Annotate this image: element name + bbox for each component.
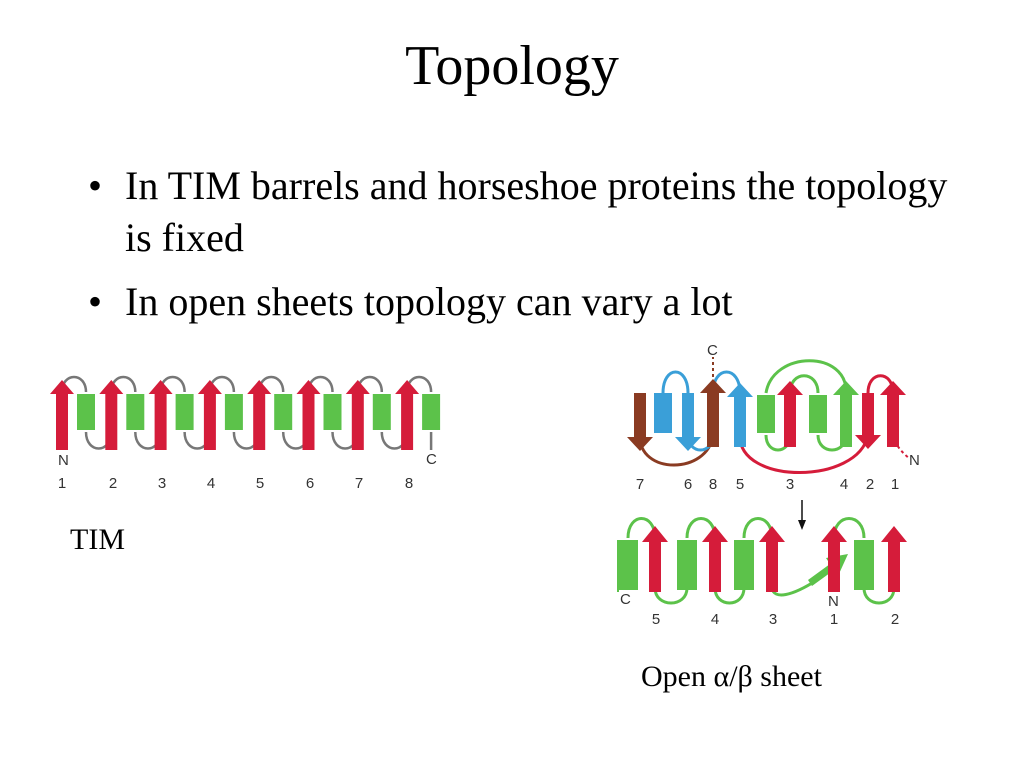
alpha-helix-cylinder <box>224 394 243 430</box>
blue-up-strand <box>727 383 753 447</box>
tim-caption: TIM <box>70 523 125 556</box>
tim-number: 2 <box>109 475 117 492</box>
beta-strand-arrow <box>345 380 370 450</box>
tim-topology-diagram: N C 1 2 3 4 5 6 7 8 <box>50 375 441 492</box>
red-up-strand <box>821 526 847 592</box>
connecting-loop <box>862 587 896 605</box>
beta-strand-arrow <box>296 380 321 450</box>
bottom-number: 2 <box>891 611 899 628</box>
brown-down-strand <box>627 393 653 451</box>
red-up-strand <box>642 526 668 592</box>
red-up-strand <box>759 526 785 592</box>
bottom-n-label: N <box>828 593 839 610</box>
top-number: 7 <box>636 476 644 493</box>
top-number: 2 <box>866 476 874 493</box>
alpha-helix-cylinder <box>323 394 342 430</box>
top-c-label: C <box>707 342 718 359</box>
top-number: 4 <box>840 476 848 493</box>
alpha-helix-cylinder <box>175 394 194 430</box>
tim-number: 4 <box>207 475 215 492</box>
connecting-loop <box>738 434 870 474</box>
connecting-loop <box>653 587 689 605</box>
top-number: 3 <box>786 476 794 493</box>
green-up-strand <box>833 381 859 447</box>
bottom-number: 4 <box>711 611 719 628</box>
top-number: 1 <box>891 476 899 493</box>
bullet-item: In TIM barrels and horseshoe proteins th… <box>88 160 948 264</box>
green-helix <box>618 540 638 590</box>
top-number: 8 <box>709 476 717 493</box>
tim-number: 3 <box>158 475 166 492</box>
bullet-item: In open sheets topology can vary a lot <box>88 276 948 328</box>
top-strand-numbers: 7 6 8 5 3 4 2 1 <box>636 476 899 493</box>
tim-number: 6 <box>306 475 314 492</box>
tim-number: 8 <box>405 475 413 492</box>
alpha-helix-cylinder <box>372 394 391 430</box>
red-up-strand <box>702 526 728 592</box>
alpha-helix-cylinder <box>422 394 441 430</box>
top-n-label: N <box>909 452 920 469</box>
alpha-helix-cylinder <box>77 394 95 430</box>
top-number: 5 <box>736 476 744 493</box>
green-helix <box>757 395 775 433</box>
brown-up-strand <box>700 379 726 447</box>
alpha-helix-cylinder <box>126 394 145 430</box>
green-helix <box>677 540 697 590</box>
beta-strand-arrow <box>197 380 222 450</box>
bottom-strand-numbers: 5 4 3 1 2 <box>652 611 899 628</box>
blue-down-strand <box>675 393 701 451</box>
bottom-number: 5 <box>652 611 660 628</box>
tim-n-label: N <box>58 452 69 469</box>
beta-strand-arrow <box>247 380 272 450</box>
beta-strand-arrow <box>148 380 173 450</box>
bottom-c-label: C <box>620 591 631 608</box>
red-up-strand <box>881 526 907 592</box>
tim-number: 7 <box>355 475 363 492</box>
beta-strand-arrow <box>50 380 74 450</box>
connecting-loop <box>713 587 746 605</box>
bottom-number: 3 <box>769 611 777 628</box>
top-number: 6 <box>684 476 692 493</box>
green-helix <box>854 540 874 590</box>
open-sheet-bottom-diagram: C N 5 4 3 1 2 <box>617 500 907 628</box>
down-arrow-icon <box>798 520 806 530</box>
beta-strand-arrow <box>99 380 124 450</box>
red-up-strand <box>777 381 803 447</box>
open-sheet-caption: Open α/β sheet <box>641 660 822 693</box>
blue-helix <box>654 393 672 433</box>
beta-strand-arrow <box>395 380 420 450</box>
slide-title: Topology <box>405 35 619 97</box>
tim-strand-numbers: 1 2 3 4 5 6 7 8 <box>58 475 413 492</box>
tim-c-label: C <box>426 451 437 468</box>
bullet-list: In TIM barrels and horseshoe proteins th… <box>88 160 948 340</box>
tim-number: 5 <box>256 475 264 492</box>
bottom-number: 1 <box>830 611 838 628</box>
red-down-strand <box>855 393 881 449</box>
green-helix <box>809 395 827 433</box>
connecting-loop <box>661 370 690 394</box>
connecting-loop <box>764 359 848 394</box>
green-helix <box>734 540 754 590</box>
red-up-strand <box>880 381 906 447</box>
alpha-helix-cylinder <box>274 394 293 430</box>
tim-number: 1 <box>58 475 66 492</box>
open-sheet-top-diagram: C N 7 6 8 5 3 4 2 1 <box>627 342 920 493</box>
tim-elements <box>50 380 441 450</box>
